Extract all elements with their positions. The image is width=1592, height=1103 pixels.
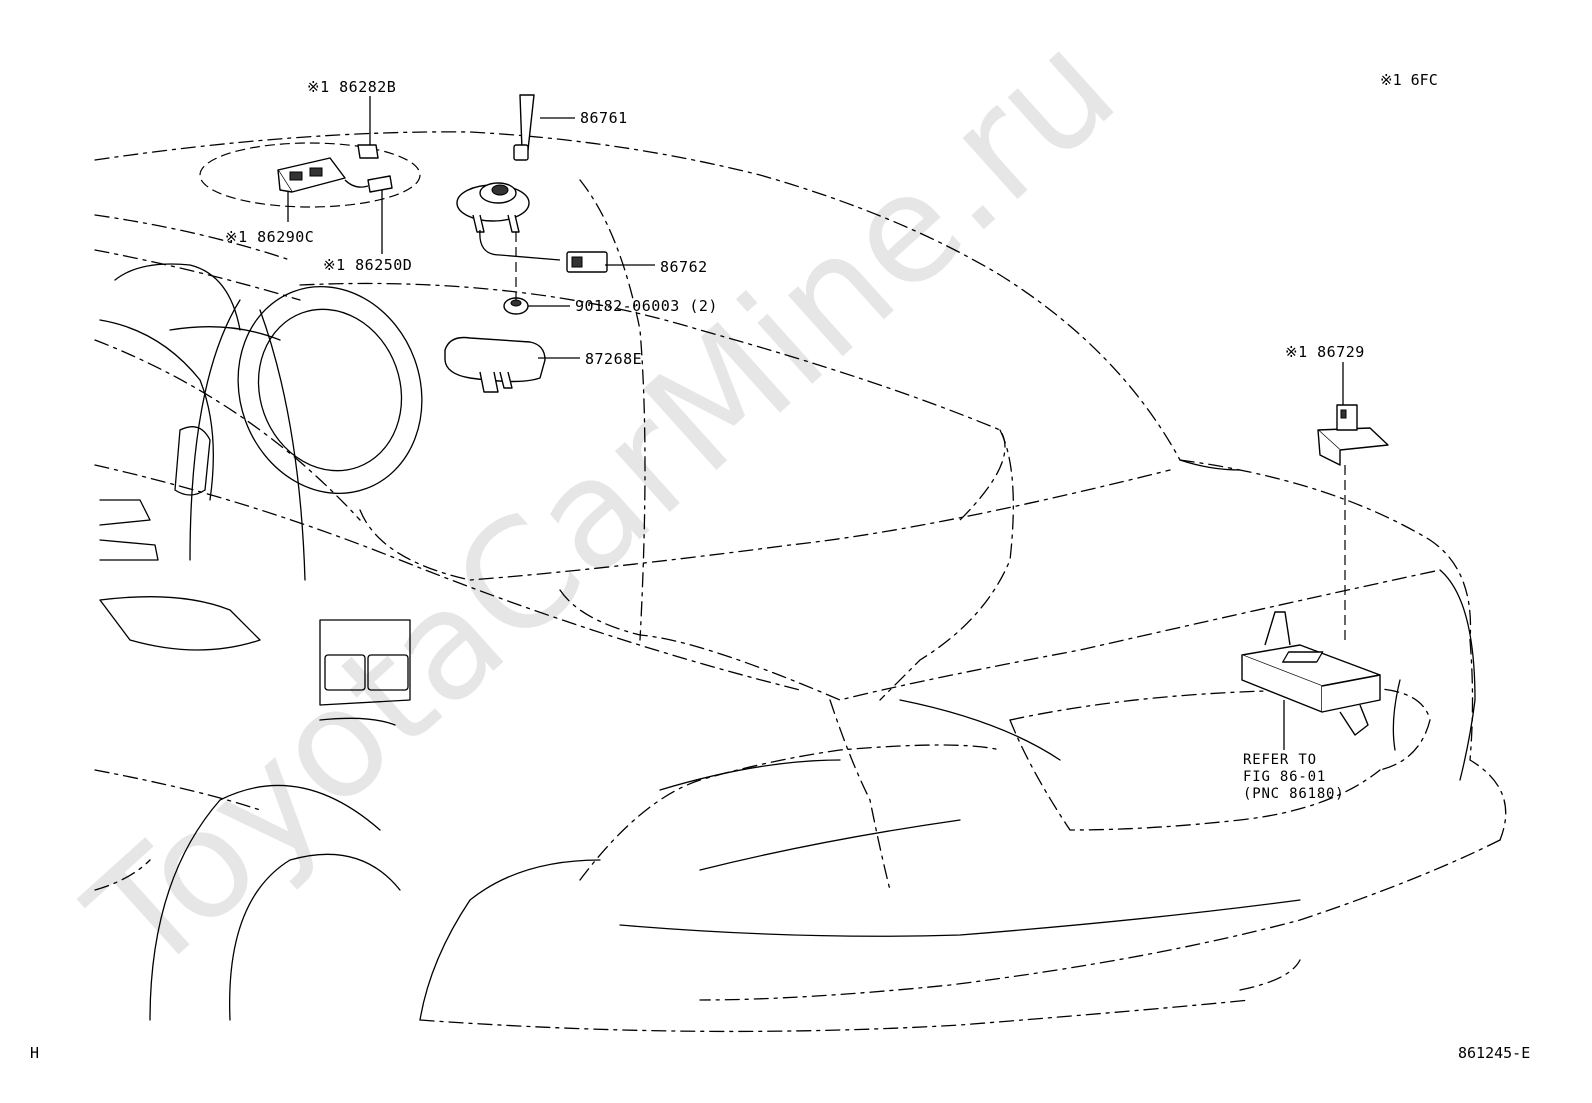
callout-labels: ※1 6FC ※1 86282B ※1 86290C ※1 86250D 867… [30,71,1530,1062]
callout-87268e[interactable]: 87268E [585,350,642,368]
car-body-outline [94,131,1507,1033]
callout-86250d[interactable]: ※1 86250D [323,256,412,274]
connector-icon[interactable] [566,251,608,273]
bracket-icon[interactable] [1317,404,1389,466]
antenna-base-icon[interactable] [456,182,561,261]
connector-86250d-icon[interactable] [344,175,393,193]
nut-icon[interactable] [503,297,529,315]
bottom-left-code: H [30,1044,39,1062]
callout-86282b[interactable]: ※1 86282B [307,78,396,96]
figure-id: 861245-E [1458,1044,1530,1062]
amplifier-module-icon[interactable] [444,336,546,393]
navigation-ecu-icon[interactable] [1241,611,1381,736]
reference-note-line1: REFER TO [1243,752,1317,768]
car-body-solid [99,263,1476,1021]
antenna-mast-icon[interactable] [513,94,535,161]
callout-86290c[interactable]: ※1 86290C [225,228,314,246]
watermark-text: ToyotaCarMine.ru [57,1,1148,1008]
callout-90182-06003[interactable]: 90182-06003 (2) [575,297,718,315]
bracket-86282b-icon[interactable] [357,144,379,159]
callout-86761[interactable]: 86761 [580,109,628,127]
callout-86762[interactable]: 86762 [660,258,708,276]
reference-note-line3: (PNC 86180) [1243,786,1345,802]
top-right-note: ※1 6FC [1380,71,1438,89]
reference-note-line2: FIG 86-01 [1243,769,1326,785]
roof-unit-area [199,142,421,208]
leader-lines [287,96,1346,750]
callout-86729[interactable]: ※1 86729 [1285,343,1365,361]
roof-unit-icon[interactable] [277,157,346,193]
